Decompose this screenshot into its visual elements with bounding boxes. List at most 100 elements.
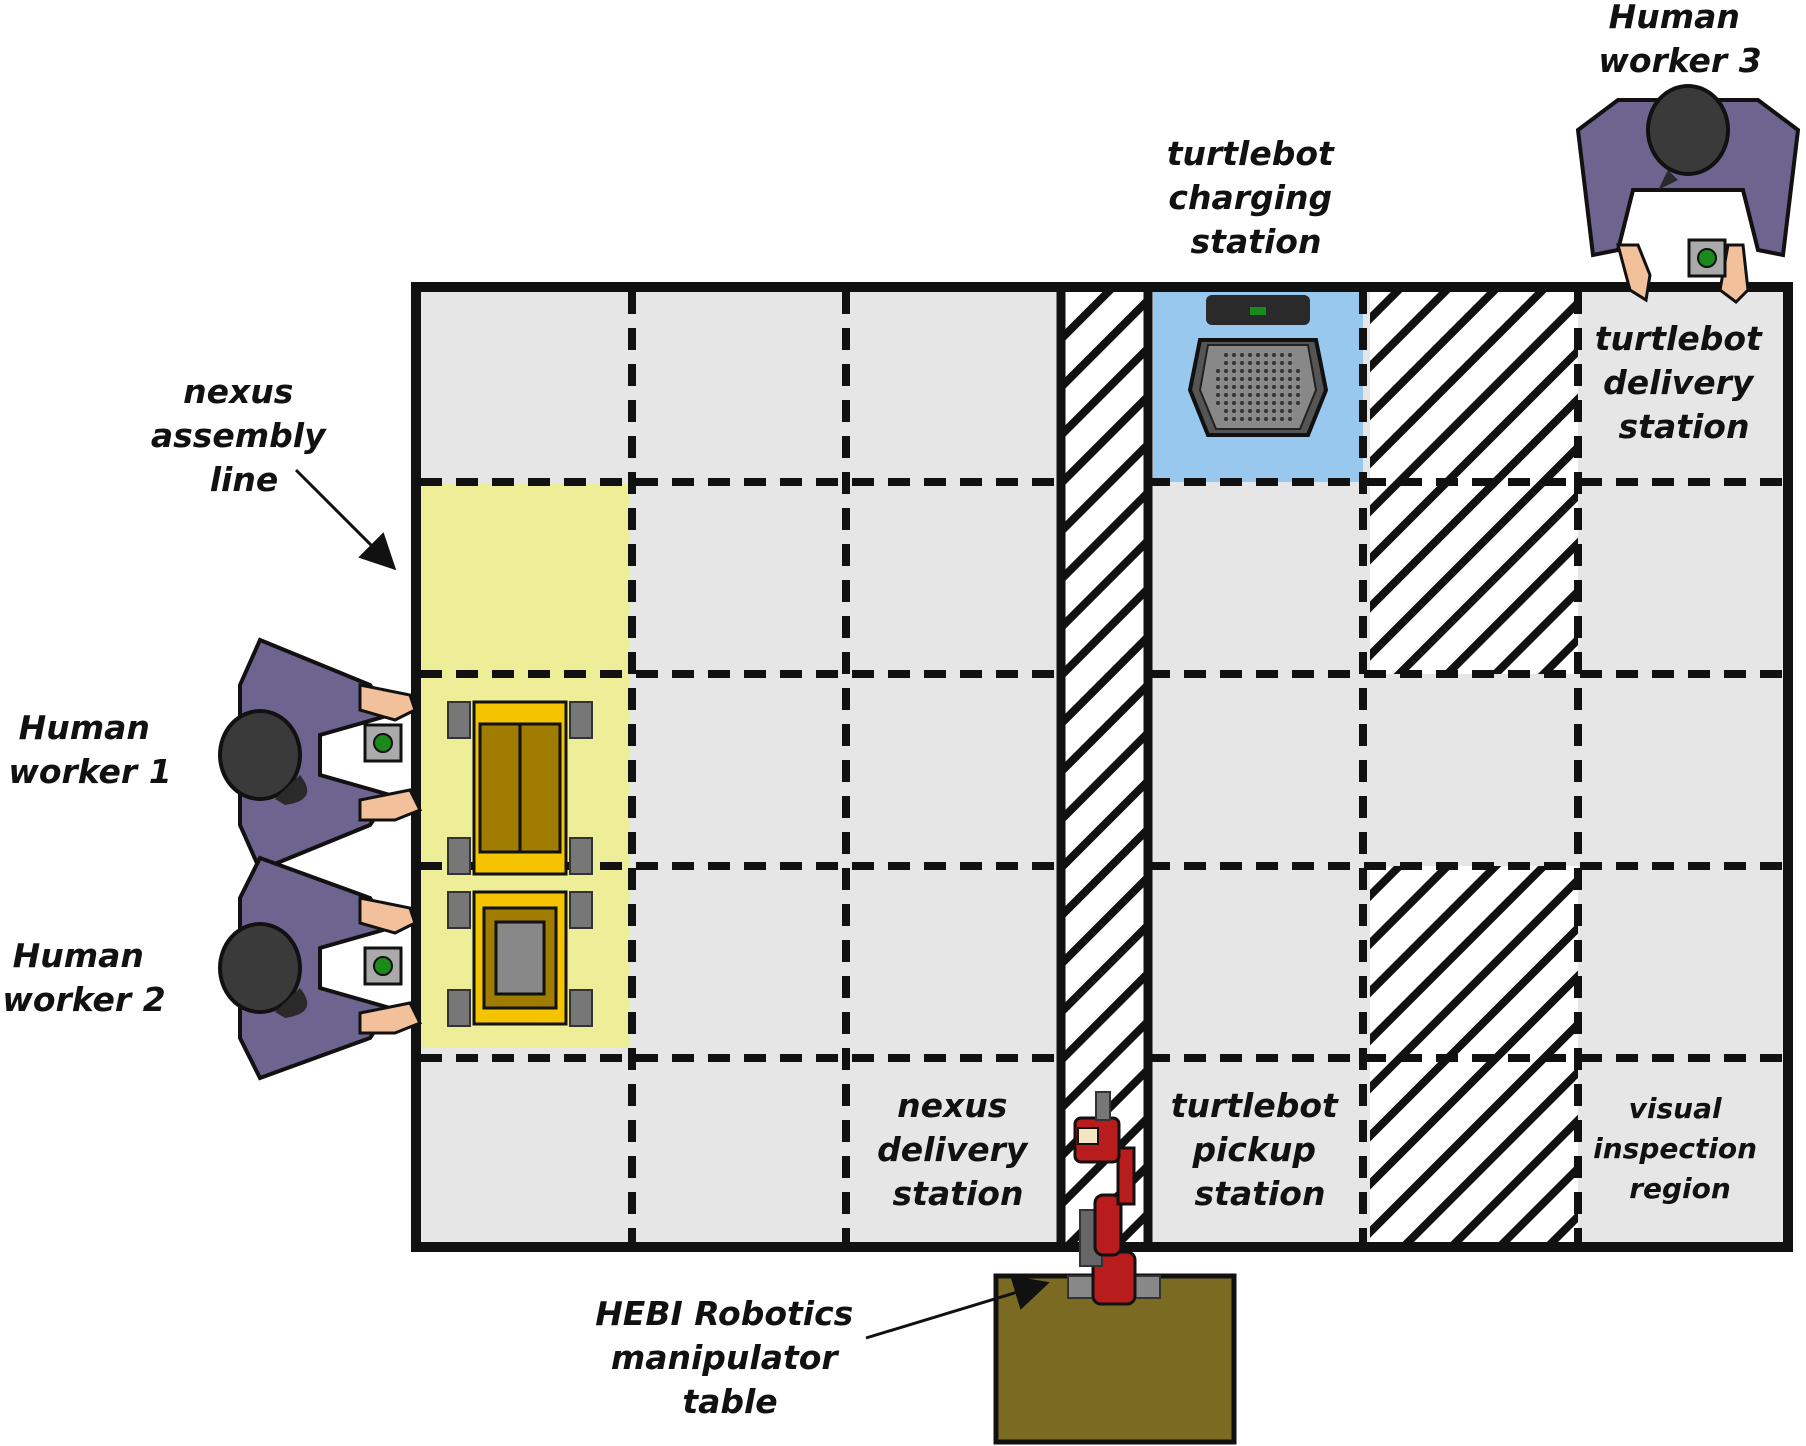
label-human-worker-1: Human worker 1 xyxy=(8,708,171,791)
turtlebot-plate-hole xyxy=(1272,393,1276,397)
turtlebot-plate-hole xyxy=(1232,361,1236,365)
turtlebot-plate-hole xyxy=(1224,377,1228,381)
label-visual-inspection-region: visual inspection region xyxy=(1593,1092,1767,1205)
turtlebot-plate-hole xyxy=(1280,377,1284,381)
push-button-icon xyxy=(363,723,403,763)
turtlebot-plate-hole xyxy=(1224,417,1228,421)
turtlebot-plate-hole xyxy=(1264,369,1268,373)
turtlebot-plate-hole xyxy=(1264,385,1268,389)
turtlebot-plate-hole xyxy=(1248,361,1252,365)
turtlebot-plate-hole xyxy=(1240,409,1244,413)
manipulator-arrow xyxy=(865,1275,1050,1340)
nexus-robot-icon xyxy=(447,890,593,1027)
turtlebot-plate-hole xyxy=(1216,385,1220,389)
push-button-icon xyxy=(363,946,403,986)
turtlebot-plate-hole xyxy=(1240,353,1244,357)
turtlebot-plate-hole xyxy=(1272,409,1276,413)
turtlebot-plate-hole xyxy=(1248,409,1252,413)
turtlebot-plate-hole xyxy=(1288,385,1292,389)
turtlebot-plate-hole xyxy=(1288,401,1292,405)
label-human-worker-2: Human worker 2 xyxy=(2,936,165,1019)
push-button-icon xyxy=(1687,238,1727,278)
turtlebot-plate-hole xyxy=(1256,401,1260,405)
turtlebot-plate-hole xyxy=(1224,401,1228,405)
turtlebot-plate-hole xyxy=(1256,353,1260,357)
turtlebot-plate-hole xyxy=(1240,401,1244,405)
turtlebot-plate-hole xyxy=(1256,409,1260,413)
turtlebot-plate-hole xyxy=(1280,369,1284,373)
turtlebot-plate-hole xyxy=(1216,401,1220,405)
turtlebot-plate-hole xyxy=(1272,385,1276,389)
turtlebot-plate-hole xyxy=(1288,369,1292,373)
turtlebot-plate-hole xyxy=(1232,353,1236,357)
turtlebot-plate-hole xyxy=(1256,393,1260,397)
human-worker-icon xyxy=(218,637,423,873)
turtlebot-plate-hole xyxy=(1256,361,1260,365)
turtlebot-plate-hole xyxy=(1224,353,1228,357)
turtlebot-plate-hole xyxy=(1280,401,1284,405)
label-turtlebot-delivery-station: turtlebot delivery station xyxy=(1595,319,1774,446)
turtlebot-plate-hole xyxy=(1272,353,1276,357)
turtlebot-plate-hole xyxy=(1216,393,1220,397)
assembly-line-arrow xyxy=(294,468,397,571)
turtlebot-plate-hole xyxy=(1272,401,1276,405)
turtlebot-plate-hole xyxy=(1280,417,1284,421)
turtlebot-plate-hole xyxy=(1216,369,1220,373)
turtlebot-plate-hole xyxy=(1248,385,1252,389)
turtlebot-plate-hole xyxy=(1232,409,1236,413)
turtlebot-plate-hole xyxy=(1248,393,1252,397)
turtlebot-plate-hole xyxy=(1232,417,1236,421)
turtlebot-plate-hole xyxy=(1288,393,1292,397)
turtlebot-plate-hole xyxy=(1224,385,1228,389)
turtlebot-plate-hole xyxy=(1240,361,1244,365)
turtlebot-plate-hole xyxy=(1216,377,1220,381)
turtlebot-plate-hole xyxy=(1296,385,1300,389)
turtlebot-plate-hole xyxy=(1280,409,1284,413)
grid-lines xyxy=(420,292,1783,1242)
turtlebot-plate-hole xyxy=(1296,377,1300,381)
turtlebot-plate-hole xyxy=(1240,417,1244,421)
turtlebot-plate-hole xyxy=(1264,417,1268,421)
turtlebot-plate-hole xyxy=(1248,417,1252,421)
turtlebot-plate-hole xyxy=(1256,377,1260,381)
turtlebot-plate-hole xyxy=(1224,409,1228,413)
turtlebot-plate-hole xyxy=(1224,361,1228,365)
turtlebot-plate-hole xyxy=(1264,353,1268,357)
turtlebot-plate-hole xyxy=(1296,369,1300,373)
turtlebot-plate-hole xyxy=(1296,393,1300,397)
label-nexus-delivery-station: nexus delivery station xyxy=(877,1086,1039,1213)
turtlebot-plate-hole xyxy=(1280,361,1284,365)
human-worker-icon xyxy=(1575,84,1801,304)
turtlebot-plate-hole xyxy=(1248,401,1252,405)
turtlebot-plate-hole xyxy=(1240,377,1244,381)
turtlebot-plate-hole xyxy=(1264,377,1268,381)
turtlebot-plate-hole xyxy=(1280,353,1284,357)
turtlebot-plate-hole xyxy=(1224,393,1228,397)
turtlebot-plate-hole xyxy=(1248,369,1252,373)
turtlebot-plate-hole xyxy=(1240,369,1244,373)
turtlebot-plate-hole xyxy=(1232,377,1236,381)
hatched-corridor xyxy=(1061,292,1144,1242)
turtlebot-plate-hole xyxy=(1240,385,1244,389)
turtlebot-plate-hole xyxy=(1248,377,1252,381)
turtlebot-plate-hole xyxy=(1272,369,1276,373)
human-worker-icon xyxy=(218,855,423,1081)
turtlebot-plate-hole xyxy=(1240,393,1244,397)
label-human-worker-3: Human worker 3 xyxy=(1598,0,1761,80)
turtlebot-plate-hole xyxy=(1232,393,1236,397)
label-hebi-manipulator-table: HEBI Robotics manipulator table xyxy=(595,1294,865,1421)
turtlebot-plate-hole xyxy=(1272,377,1276,381)
nexus-robot-icon xyxy=(447,700,593,876)
robot-arm-icon xyxy=(1067,1091,1161,1306)
turtlebot-plate-hole xyxy=(1288,361,1292,365)
turtlebot-plate-hole xyxy=(1272,361,1276,365)
turtlebot-plate-hole xyxy=(1256,385,1260,389)
turtlebot-plate-hole xyxy=(1280,393,1284,397)
turtlebot-plate-hole xyxy=(1264,393,1268,397)
turtlebot-plate-hole xyxy=(1280,385,1284,389)
turtlebot-plate-hole xyxy=(1264,361,1268,365)
turtlebot-plate-hole xyxy=(1264,409,1268,413)
turtlebot-plate-hole xyxy=(1224,369,1228,373)
turtlebot-plate-hole xyxy=(1288,353,1292,357)
